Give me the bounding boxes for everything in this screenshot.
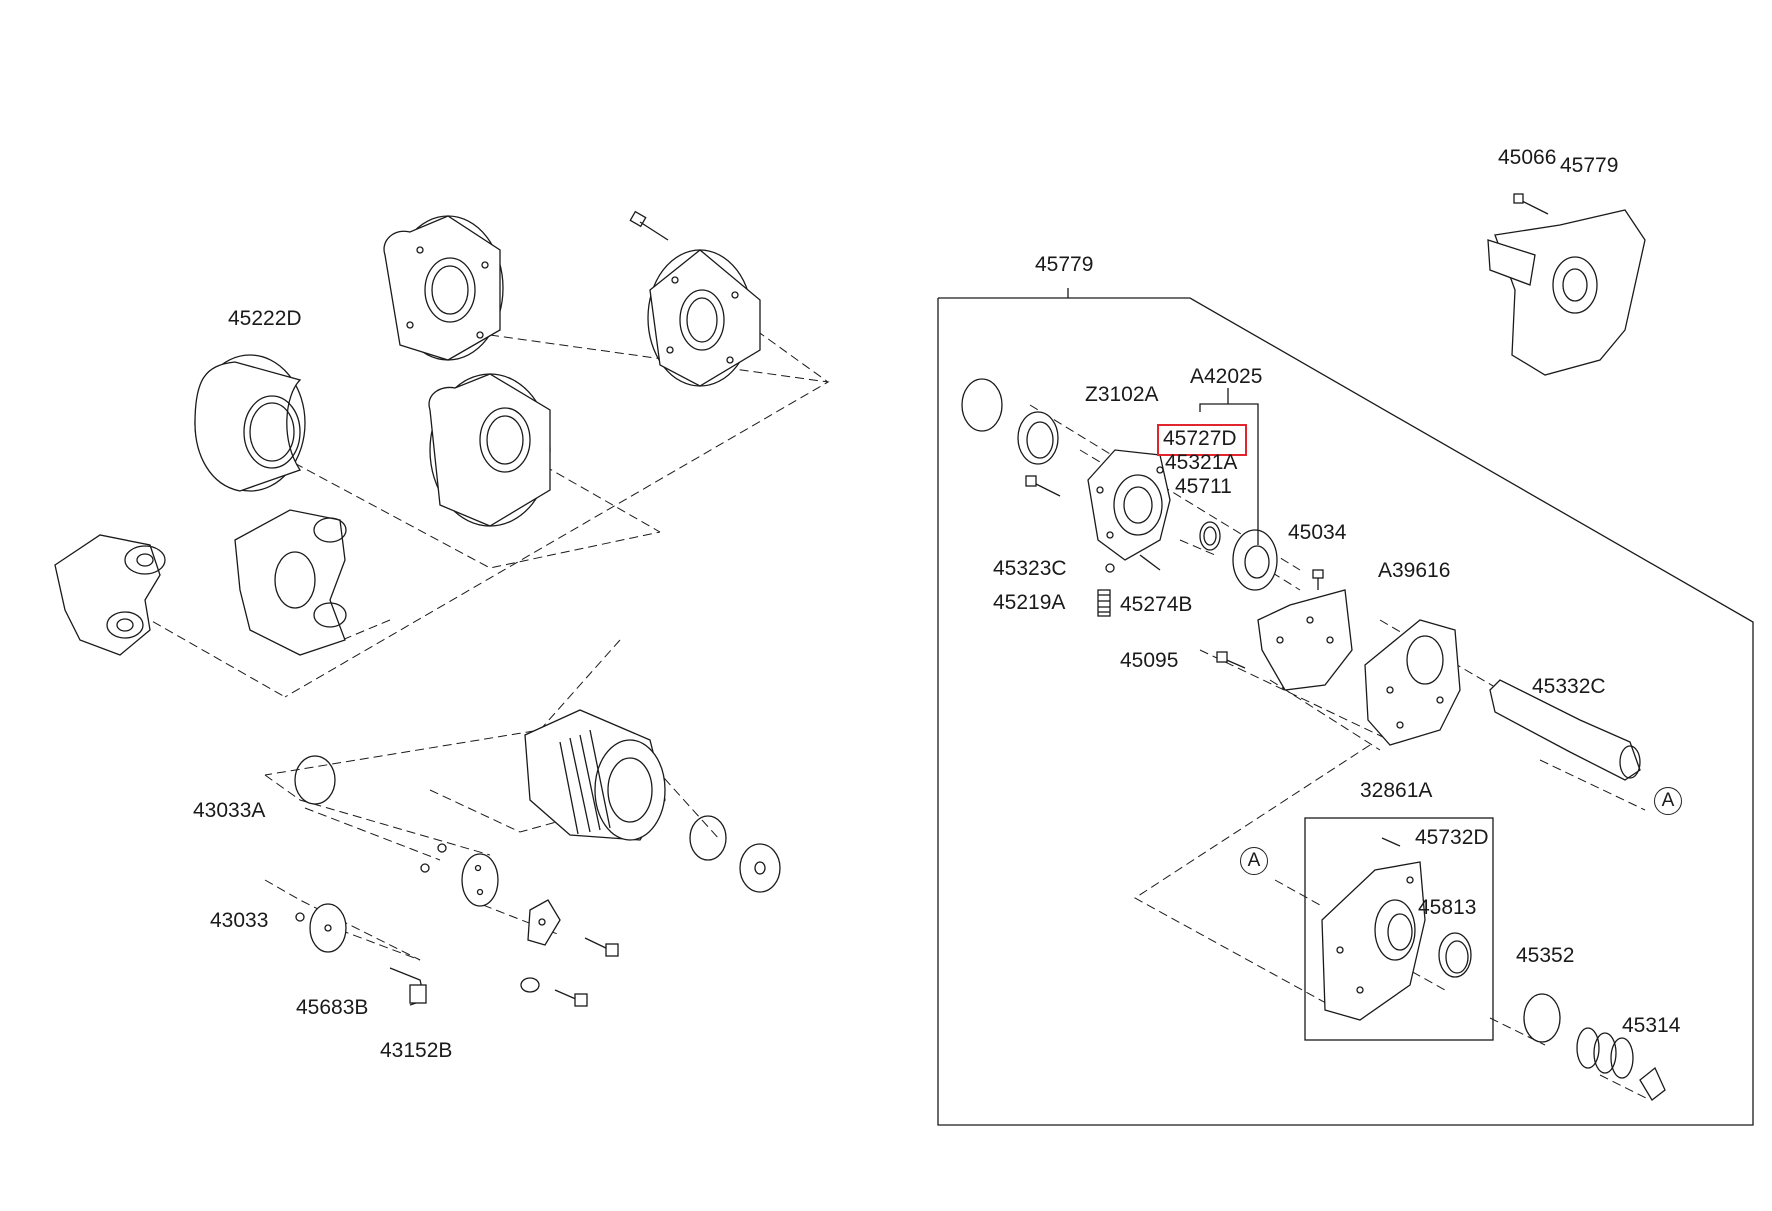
ref-marker-a-left: A bbox=[1240, 847, 1268, 875]
label-45095[interactable]: 45095 bbox=[1120, 649, 1179, 672]
yoke-center bbox=[234, 509, 347, 656]
oil-pump-Z3102A bbox=[1025, 449, 1171, 561]
label-45219A[interactable]: 45219A bbox=[993, 591, 1066, 614]
ball-45323C bbox=[1105, 563, 1115, 573]
assembly-45779-top bbox=[1487, 193, 1646, 376]
label-45813[interactable]: 45813 bbox=[1418, 896, 1477, 919]
spring-45219A bbox=[1097, 589, 1111, 617]
bolt-right-2 bbox=[520, 977, 588, 1007]
washer-right bbox=[739, 843, 781, 893]
rings-set bbox=[1576, 1027, 1634, 1079]
shaft-45332C bbox=[1489, 679, 1641, 781]
label-45066[interactable]: 45066 bbox=[1498, 146, 1557, 169]
label-45779-main[interactable]: 45779 bbox=[1035, 253, 1094, 276]
label-45274B[interactable]: 45274B bbox=[1120, 593, 1193, 616]
label-A39616[interactable]: A39616 bbox=[1378, 559, 1451, 582]
gasket-plate bbox=[1257, 589, 1353, 691]
cover-32861A bbox=[1321, 837, 1426, 1021]
box-32861A bbox=[1304, 817, 1494, 1041]
flange-bolted-right bbox=[629, 210, 761, 387]
o-ring-large bbox=[961, 378, 1003, 432]
label-45683B[interactable]: 45683B bbox=[296, 996, 369, 1019]
group-45779-frame bbox=[937, 288, 1754, 1126]
bearing-45321A bbox=[1232, 529, 1278, 591]
cover-plate-A39616 bbox=[1364, 619, 1461, 746]
label-A42025[interactable]: A42025 bbox=[1190, 365, 1263, 388]
bushing-45711 bbox=[1199, 521, 1221, 551]
splined-hub bbox=[524, 709, 666, 841]
bolt-45034 bbox=[1312, 569, 1324, 590]
ref-marker-a-right: A bbox=[1654, 787, 1682, 815]
label-45711[interactable]: 45711 bbox=[1175, 475, 1232, 498]
label-45352[interactable]: 45352 bbox=[1516, 944, 1575, 967]
bracket-A42025 bbox=[1199, 388, 1259, 545]
label-45779-top[interactable]: 45779 bbox=[1560, 154, 1619, 177]
bolt-right-1 bbox=[584, 937, 619, 957]
seal-45813 bbox=[1438, 932, 1472, 978]
o-ring-43033A bbox=[294, 755, 336, 805]
flange-disk-center bbox=[428, 373, 551, 527]
oil-seal bbox=[1017, 411, 1059, 465]
label-45034[interactable]: 45034 bbox=[1288, 521, 1347, 544]
snap-ring-45352 bbox=[1523, 993, 1561, 1043]
label-32861A[interactable]: 32861A bbox=[1360, 779, 1433, 802]
label-45332C[interactable]: 45332C bbox=[1532, 675, 1606, 698]
flange-45222D bbox=[194, 354, 306, 492]
label-43033A[interactable]: 43033A bbox=[193, 799, 266, 822]
bolt-45095 bbox=[1216, 651, 1246, 669]
label-45222D[interactable]: 45222D bbox=[228, 307, 302, 330]
label-Z3102A[interactable]: Z3102A bbox=[1085, 383, 1159, 406]
highlight-box-45727D bbox=[1157, 424, 1247, 456]
flange-bolted-top bbox=[383, 215, 504, 361]
pin-45274B bbox=[1139, 554, 1161, 571]
label-45314[interactable]: 45314 bbox=[1622, 1014, 1681, 1037]
lock-plate bbox=[527, 899, 561, 946]
label-45321A[interactable]: 45321A bbox=[1165, 451, 1238, 474]
label-43033[interactable]: 43033 bbox=[210, 909, 269, 932]
o-ring-right bbox=[689, 815, 727, 861]
label-45323C[interactable]: 45323C bbox=[993, 557, 1067, 580]
label-45732D[interactable]: 45732D bbox=[1415, 826, 1489, 849]
label-45727D[interactable]: 45727D bbox=[1163, 427, 1237, 450]
label-43152B[interactable]: 43152B bbox=[380, 1039, 453, 1062]
small-pins bbox=[295, 843, 447, 922]
washer-45683B bbox=[309, 903, 347, 953]
retainer-disk bbox=[461, 853, 499, 907]
bolt-43152B bbox=[389, 967, 427, 1006]
yoke-left bbox=[54, 534, 166, 656]
bushing-45314 bbox=[1639, 1066, 1666, 1101]
